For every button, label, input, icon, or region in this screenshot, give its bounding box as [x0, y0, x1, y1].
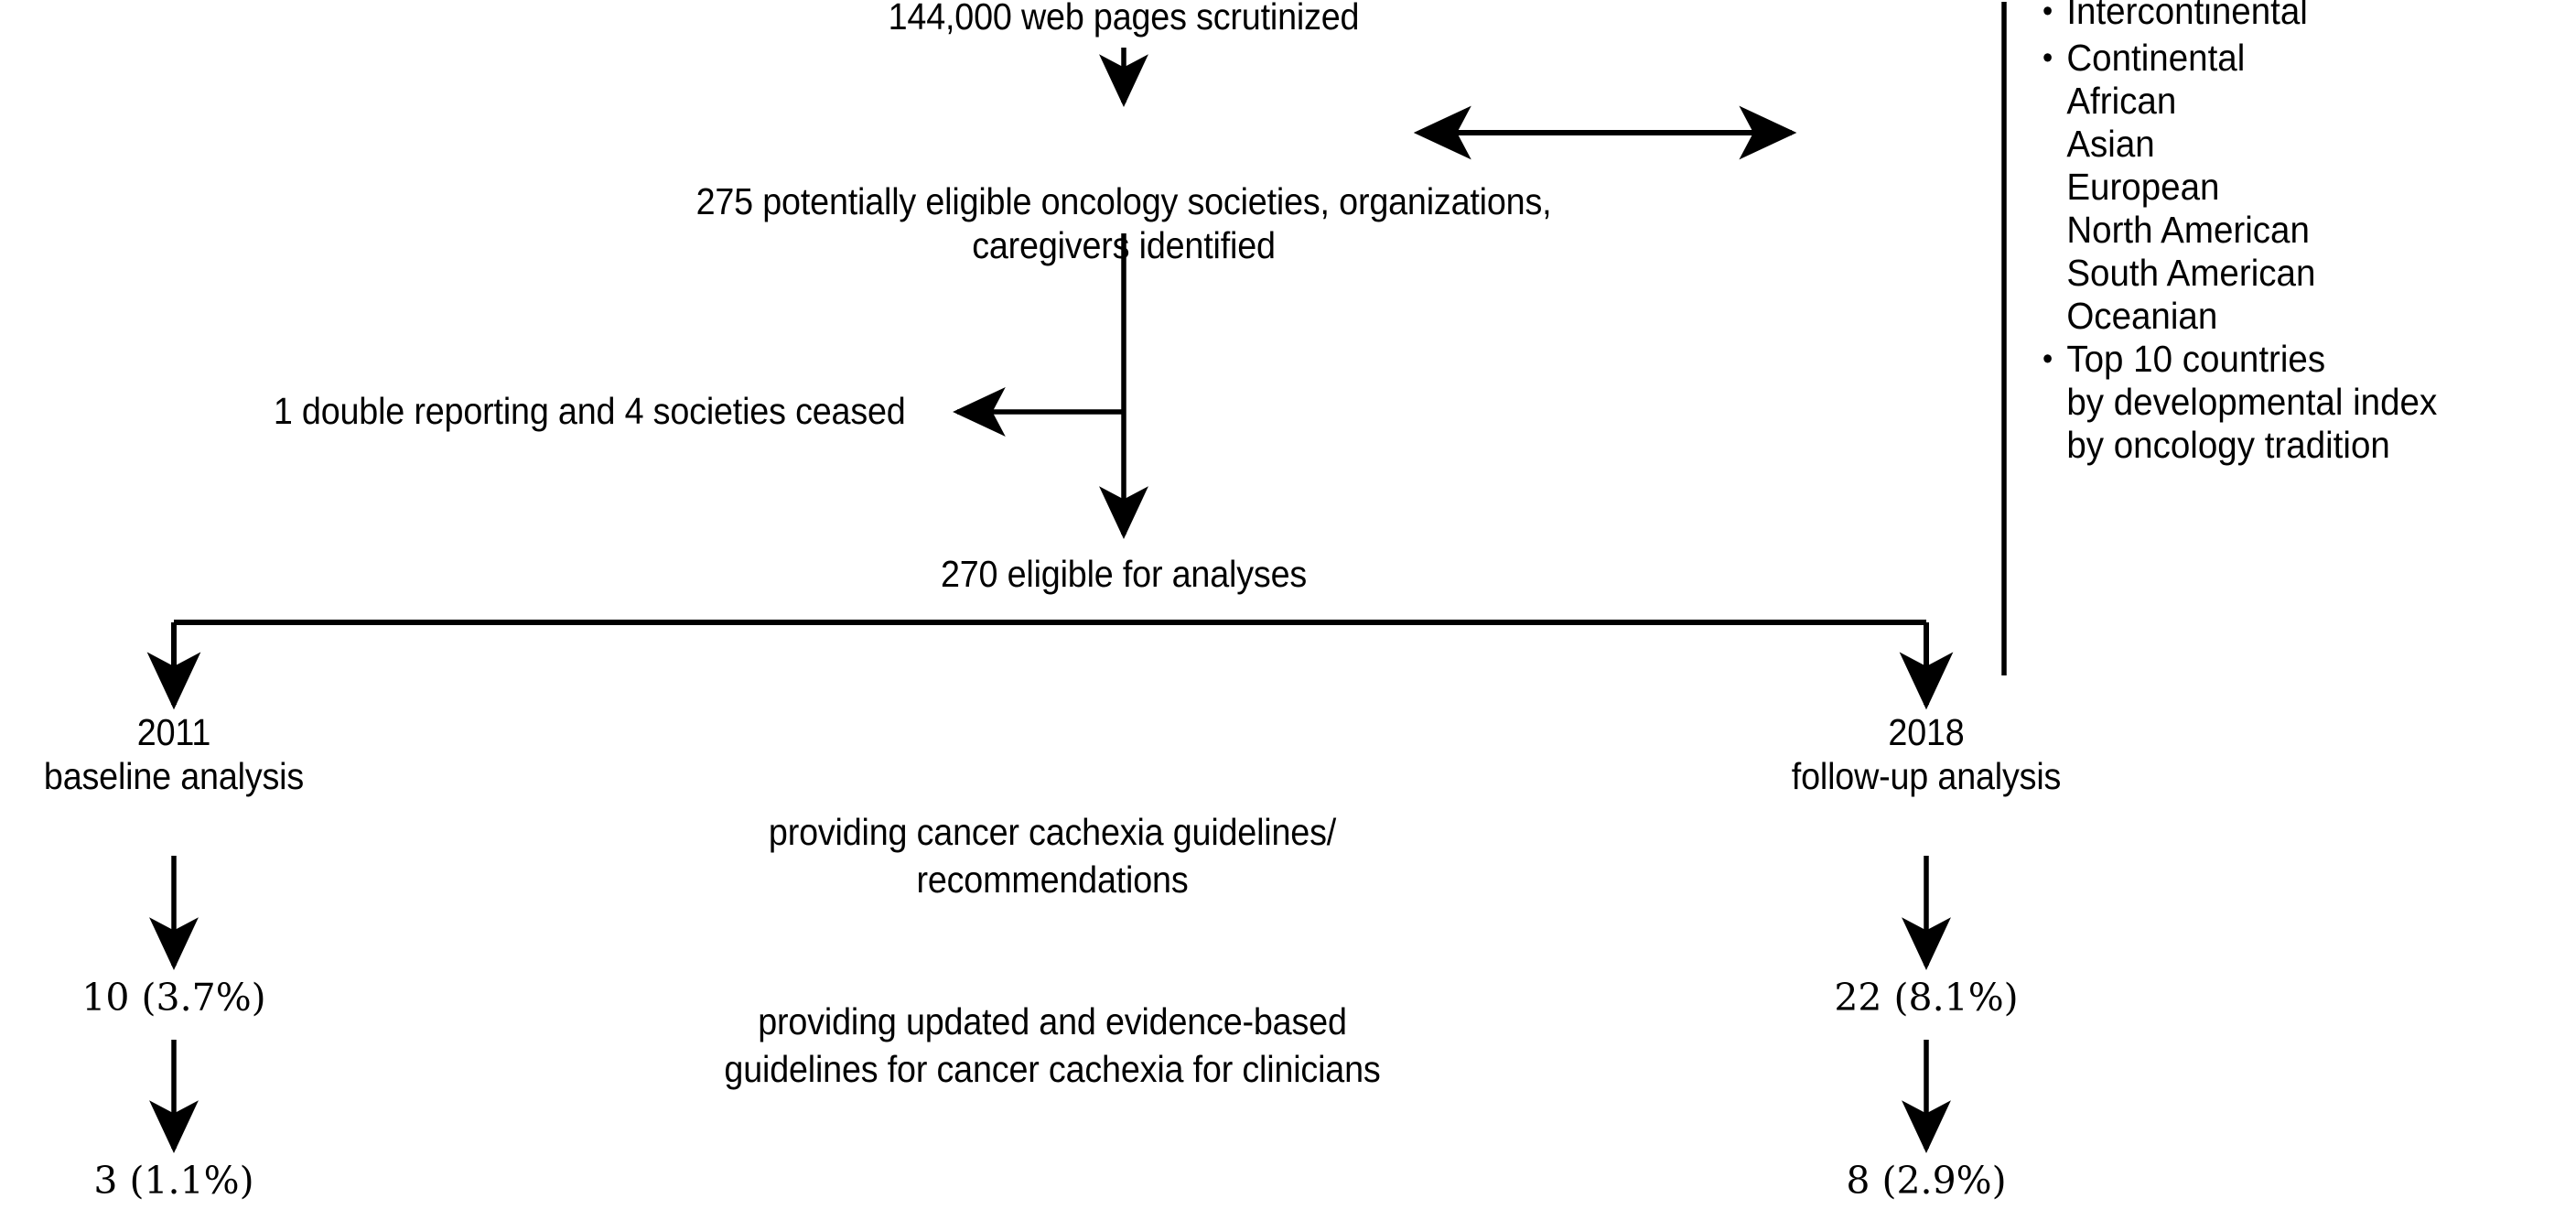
legend-subitem-label: North American	[2066, 209, 2310, 251]
node-screened: 144,000 web pages scrutinized	[888, 0, 1360, 38]
node-excluded: 1 double reporting and 4 societies cease…	[273, 390, 906, 432]
node-2018-result-2: 8 (2.9%)	[1846, 1159, 2007, 1203]
node-2018-label: follow-up analysis	[1791, 755, 2062, 797]
legend-subitem-north-american: North American	[2042, 209, 2550, 253]
bullet-icon: •	[2042, 0, 2053, 28]
legend-subitem-label: African	[2066, 80, 2177, 122]
legend-subitem-african: African	[2042, 80, 2550, 124]
node-2011-result-2: 3 (1.1%)	[93, 1159, 254, 1203]
legend-subitem-label: Oceanian	[2066, 295, 2218, 337]
legend-subitem-label: by developmental index	[2066, 381, 2438, 423]
legend-item-label: Continental	[2066, 37, 2246, 79]
bullet-icon: •	[2042, 40, 2053, 75]
node-center-note-2: providing updated and evidence-based gui…	[724, 1000, 1381, 1091]
criteria-legend: • Intercontinental • Continental African…	[2042, 0, 2550, 468]
bullet-icon: •	[2042, 341, 2053, 376]
legend-subitem-oncology-tradition: by oncology tradition	[2042, 424, 2550, 468]
node-2018-result-1: 22 (8.1%)	[1834, 976, 2019, 1020]
legend-item-label: Top 10 countries	[2066, 338, 2326, 380]
node-2018-year: 2018	[1888, 711, 1965, 753]
node-eligible-candidates: 275 potentially eligible oncology societ…	[695, 180, 1552, 267]
legend-subitem-label: Asian	[2066, 123, 2155, 165]
legend-subitem-label: European	[2066, 166, 2220, 208]
legend-subitem-label: South American	[2066, 252, 2316, 294]
node-2011-result-1: 10 (3.7%)	[81, 976, 266, 1020]
legend-subitem-developmental-index: by developmental index	[2042, 381, 2550, 425]
legend-subitem-asian: Asian	[2042, 123, 2550, 167]
legend-subitem-label: by oncology tradition	[2066, 424, 2390, 466]
node-2011-year: 2011	[136, 711, 211, 753]
legend-group-intercontinental: • Intercontinental	[2042, 0, 2550, 34]
node-center-note-1: providing cancer cachexia guidelines/ re…	[768, 811, 1337, 902]
legend-item-label: Intercontinental	[2066, 0, 2308, 32]
legend-subitem-european: European	[2042, 166, 2550, 210]
legend-group-top10: • Top 10 countries	[2042, 338, 2550, 382]
node-eligible-final: 270 eligible for analyses	[940, 553, 1308, 595]
legend-subitem-oceanian: Oceanian	[2042, 295, 2550, 339]
legend-group-continental: • Continental	[2042, 37, 2550, 81]
node-2011-label: baseline analysis	[43, 755, 305, 797]
legend-subitem-south-american: South American	[2042, 252, 2550, 296]
